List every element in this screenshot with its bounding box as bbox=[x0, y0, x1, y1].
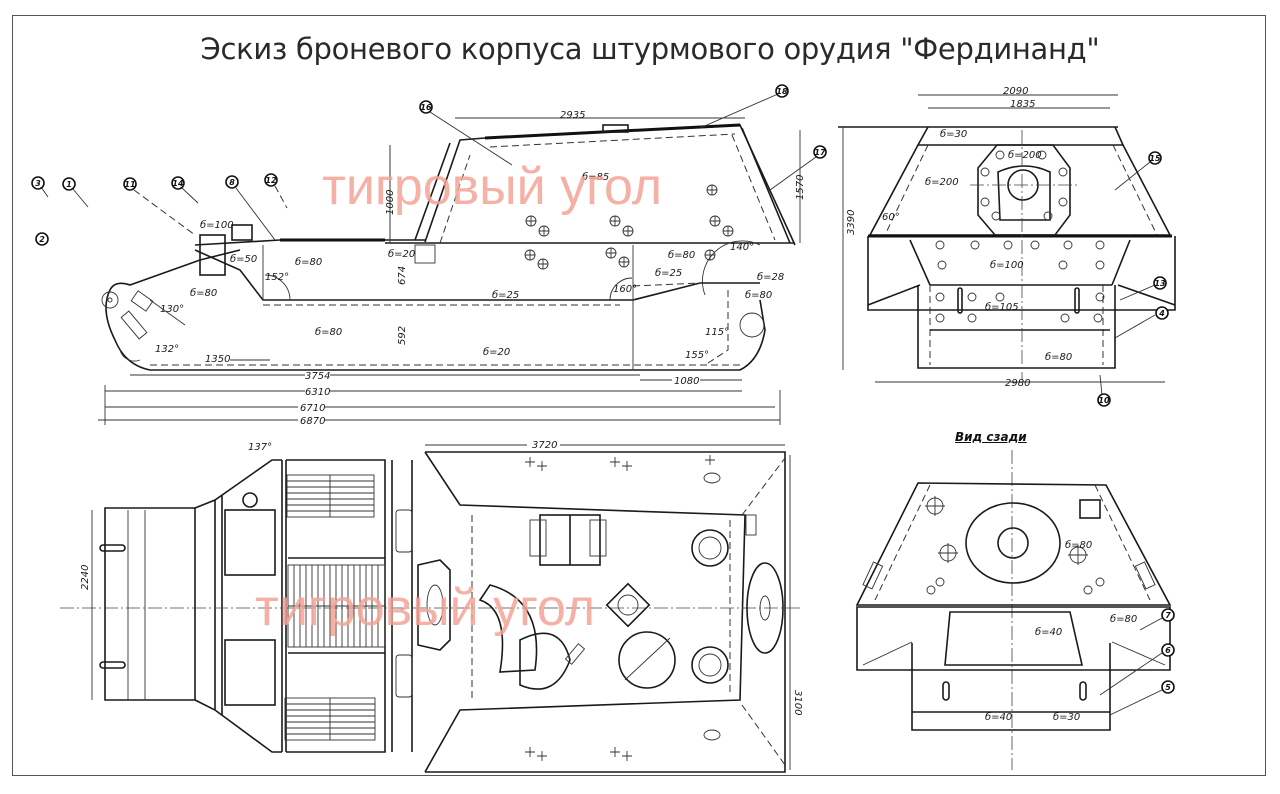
dim-6870: 6870 bbox=[300, 416, 325, 427]
thickness-label: б=85 bbox=[582, 171, 609, 183]
thickness-label: б=30 bbox=[1053, 711, 1080, 723]
dim-casemate-height: 1000 bbox=[385, 190, 396, 215]
dim-casemate-length: 2935 bbox=[560, 110, 585, 121]
thickness-label: б=80 bbox=[668, 249, 695, 261]
thickness-label: б=28 bbox=[757, 271, 784, 283]
rear-view-label: Вид сзади bbox=[955, 430, 1027, 444]
svg-text:17: 17 bbox=[814, 148, 826, 157]
rear-view: б=80 б=80 б=40 б=40 б=30 7 6 5 bbox=[855, 450, 1175, 770]
thickness-label: б=20 bbox=[388, 248, 415, 260]
thickness-label: б=25 bbox=[492, 289, 519, 301]
callout-1: 1 bbox=[62, 177, 89, 208]
front-view: 2090 1835 3390 2980 60° б=30 б=200 б=200… bbox=[838, 86, 1176, 407]
svg-text:6: 6 bbox=[1165, 646, 1171, 655]
side-view: 2935 1000 1570 674 592 1350 3754 1080 63… bbox=[31, 84, 827, 427]
dim-hull-upper: 674 bbox=[397, 266, 408, 285]
dim-6310: 6310 bbox=[305, 387, 330, 398]
dim-2980: 2980 bbox=[1005, 378, 1030, 389]
thickness-label: б=80 bbox=[1065, 539, 1092, 551]
svg-text:18: 18 bbox=[776, 87, 788, 96]
dim-3754: 3754 bbox=[305, 371, 330, 382]
thickness-label: б=80 bbox=[1110, 613, 1137, 625]
louver-grille-middle bbox=[287, 564, 386, 648]
angle-label: 115° bbox=[705, 327, 729, 338]
thickness-label: б=80 bbox=[315, 326, 342, 338]
louver-grille-bottom bbox=[284, 697, 376, 741]
angle-label: 132° bbox=[155, 344, 179, 355]
thickness-label: б=105 bbox=[985, 301, 1019, 313]
angle-60: 60° bbox=[882, 212, 900, 223]
angle-137: 137° bbox=[248, 442, 272, 453]
thickness-label: б=80 bbox=[1045, 351, 1072, 363]
svg-text:4: 4 bbox=[1158, 309, 1165, 318]
dim-rear-height: 1570 bbox=[795, 175, 806, 200]
thickness-label: б=25 bbox=[655, 267, 682, 279]
angle-label: 140° bbox=[730, 242, 754, 253]
svg-text:16: 16 bbox=[420, 103, 432, 112]
thickness-label: б=40 bbox=[1035, 626, 1062, 638]
thickness-label: б=80 bbox=[295, 256, 322, 268]
thickness-label: б=100 bbox=[990, 259, 1024, 271]
svg-text:14: 14 bbox=[172, 179, 184, 188]
callout-16: 16 bbox=[419, 100, 513, 166]
svg-text:12: 12 bbox=[265, 176, 277, 185]
callout-2: 2 bbox=[35, 232, 49, 246]
svg-text:7: 7 bbox=[1165, 611, 1171, 620]
dim-2090: 2090 bbox=[1003, 86, 1028, 97]
dim-2240: 2240 bbox=[80, 565, 91, 590]
svg-text:10: 10 bbox=[1098, 396, 1110, 405]
callout-5: 5 bbox=[1109, 680, 1175, 716]
callout-11: 11 bbox=[123, 177, 196, 236]
dim-1080: 1080 bbox=[674, 376, 699, 387]
svg-text:8: 8 bbox=[229, 178, 235, 187]
svg-text:3: 3 bbox=[35, 179, 41, 188]
thickness-label: б=200 bbox=[1008, 149, 1042, 161]
callout-7: 7 bbox=[1139, 608, 1175, 631]
callout-17: 17 bbox=[769, 145, 827, 191]
angle-label: 130° bbox=[160, 304, 184, 315]
thickness-label: б=50 bbox=[230, 253, 257, 265]
callout-18: 18 bbox=[699, 84, 789, 129]
angle-label: 152° bbox=[265, 272, 289, 283]
thickness-label: б=100 bbox=[200, 219, 234, 231]
dim-3390: 3390 bbox=[846, 210, 857, 235]
dim-3100: 3100 bbox=[792, 690, 803, 715]
drawing-title: Эскиз броневого корпуса штурмового оруди… bbox=[200, 32, 1100, 66]
dim-front-offset: 1350 bbox=[205, 354, 230, 365]
angle-label: 155° bbox=[685, 350, 709, 361]
callout-6: 6 bbox=[1099, 643, 1175, 696]
thickness-label: б=80 bbox=[745, 289, 772, 301]
dim-3720: 3720 bbox=[532, 440, 557, 451]
angle-label: 160° bbox=[613, 284, 637, 295]
callout-3: 3 bbox=[31, 176, 49, 198]
svg-text:11: 11 bbox=[124, 180, 135, 189]
dim-1835: 1835 bbox=[1010, 99, 1035, 110]
thickness-label: б=80 bbox=[190, 287, 217, 299]
thickness-label: б=40 bbox=[985, 711, 1012, 723]
svg-text:2: 2 bbox=[39, 235, 45, 244]
top-view: 3720 3100 2240 137° bbox=[60, 440, 803, 773]
svg-text:15: 15 bbox=[1149, 154, 1161, 163]
svg-text:5: 5 bbox=[1165, 683, 1171, 692]
callout-15: 15 bbox=[1114, 151, 1162, 191]
dim-hull-lower: 592 bbox=[397, 326, 408, 345]
callout-13: 13 bbox=[1119, 276, 1167, 301]
svg-text:13: 13 bbox=[1154, 279, 1166, 288]
svg-text:1: 1 bbox=[66, 180, 72, 189]
thickness-label: б=20 bbox=[483, 346, 510, 358]
louver-grille-top bbox=[286, 474, 375, 518]
thickness-label: б=30 bbox=[940, 128, 967, 140]
thickness-label: б=200 bbox=[925, 176, 959, 188]
drawing-frame bbox=[12, 15, 1266, 776]
callout-12: 12 bbox=[264, 173, 288, 209]
callout-10: 10 bbox=[1097, 374, 1111, 407]
callout-4: 4 bbox=[1114, 306, 1169, 339]
dim-6710: 6710 bbox=[300, 403, 325, 414]
callout-8: 8 bbox=[225, 175, 276, 241]
callout-14: 14 bbox=[171, 176, 199, 204]
